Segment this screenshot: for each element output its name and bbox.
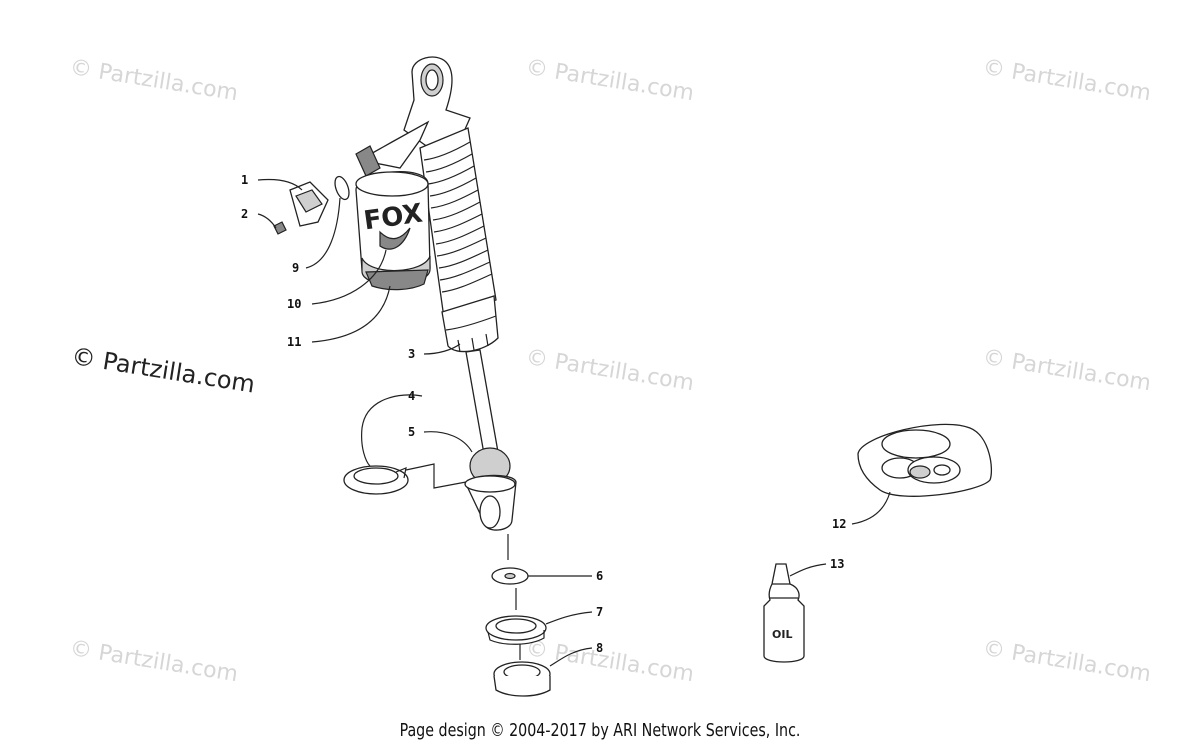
callout-7: 7 xyxy=(596,605,604,619)
callout-13: 13 xyxy=(830,557,845,571)
spring-nut-part-8[interactable] xyxy=(493,661,551,697)
oil-bottle-part-13[interactable]: OIL xyxy=(763,563,805,663)
callout-12: 12 xyxy=(832,517,847,531)
spring-clip-part-4[interactable] xyxy=(343,463,467,495)
seal-kit-part-12[interactable] xyxy=(857,423,993,497)
callout-6: 6 xyxy=(596,569,604,583)
adjuster-knob-part-1[interactable] xyxy=(289,181,329,227)
coil-rings xyxy=(423,141,493,293)
callout-9: 9 xyxy=(292,261,300,275)
callout-5: 5 xyxy=(408,425,416,439)
callout-3: 3 xyxy=(408,347,416,361)
callout-11: 11 xyxy=(287,335,302,349)
lock-nut-part-7[interactable] xyxy=(485,615,547,645)
leader-lines xyxy=(257,178,891,667)
callout-8: 8 xyxy=(596,641,604,655)
callout-1: 1 xyxy=(241,173,249,187)
reservoir-part-10[interactable]: FOX xyxy=(355,120,431,291)
shock-absorber-part-3[interactable] xyxy=(403,56,499,455)
callout-2: 2 xyxy=(241,207,249,221)
screw-part-2[interactable] xyxy=(273,221,287,235)
callout-4: 4 xyxy=(408,389,416,403)
callout-10: 10 xyxy=(287,297,302,311)
lower-eye-bearing-part-5[interactable] xyxy=(464,447,517,531)
oil-label: OIL xyxy=(772,628,792,641)
washer-part-6[interactable] xyxy=(491,567,529,585)
o-ring-part-9[interactable] xyxy=(332,175,351,202)
page-footer: Page design © 2004-2017 by ARI Network S… xyxy=(399,720,801,741)
